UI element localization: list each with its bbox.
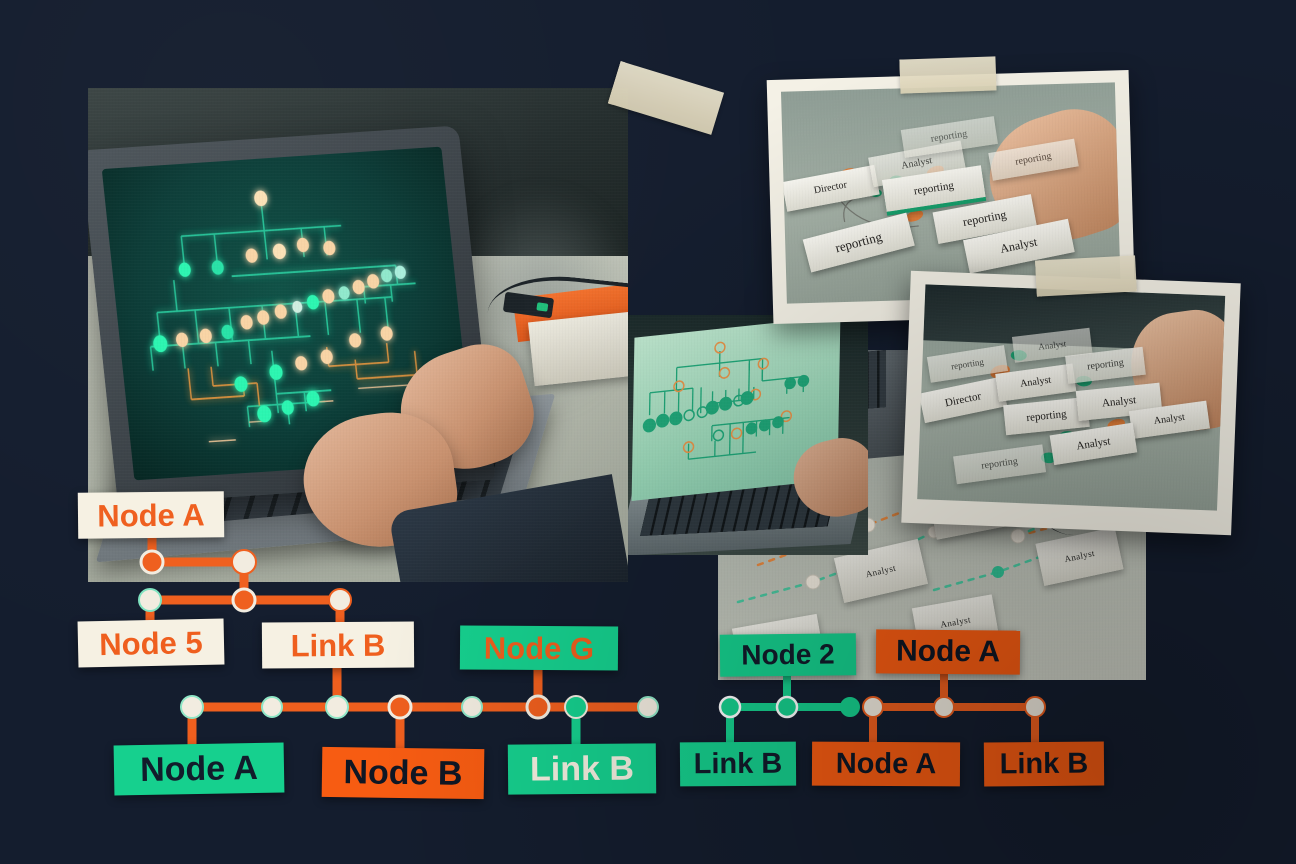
label-link-b-1[interactable]: Link B bbox=[261, 621, 415, 669]
label-node-5[interactable]: Node 5 bbox=[77, 618, 225, 668]
laptop-screen-diagram bbox=[631, 315, 841, 502]
org-chart-mint-svg bbox=[642, 341, 809, 460]
org-chart-glow-svg bbox=[149, 190, 426, 443]
polaroid-bottom: reporting Analyst Director Analyst repor… bbox=[901, 270, 1241, 536]
label-node-a-1[interactable]: Node A bbox=[77, 491, 225, 539]
label-node-a-3[interactable]: Node A bbox=[875, 629, 1021, 675]
label-node-2[interactable]: Node 2 bbox=[719, 633, 857, 677]
laptop-lid bbox=[88, 125, 496, 505]
label-link-b-3[interactable]: Link B bbox=[679, 741, 797, 787]
right-orange-edges bbox=[869, 672, 1039, 748]
label-node-g[interactable]: Node G bbox=[459, 625, 619, 671]
main-rail-edges bbox=[187, 660, 648, 752]
label-node-b[interactable]: Node B bbox=[321, 746, 485, 800]
tape-strip bbox=[1035, 255, 1137, 297]
label-link-b-4[interactable]: Link B bbox=[983, 741, 1105, 787]
polaroid-top: Director Analyst reporting reporting rep… bbox=[766, 69, 1136, 325]
right-green-edges bbox=[726, 672, 852, 748]
polaroid-photo-area: reporting Analyst Director Analyst repor… bbox=[917, 284, 1226, 511]
photo-center-laptop bbox=[628, 315, 868, 555]
label-node-a-2[interactable]: Node A bbox=[113, 742, 285, 796]
label-node-a-4[interactable]: Node A bbox=[811, 741, 961, 787]
polaroid-photo-area: Director Analyst reporting reporting rep… bbox=[780, 82, 1121, 304]
laptop-screen-diagram bbox=[101, 146, 474, 481]
tape-strip bbox=[899, 56, 997, 94]
label-link-b-2[interactable]: Link B bbox=[507, 743, 657, 795]
